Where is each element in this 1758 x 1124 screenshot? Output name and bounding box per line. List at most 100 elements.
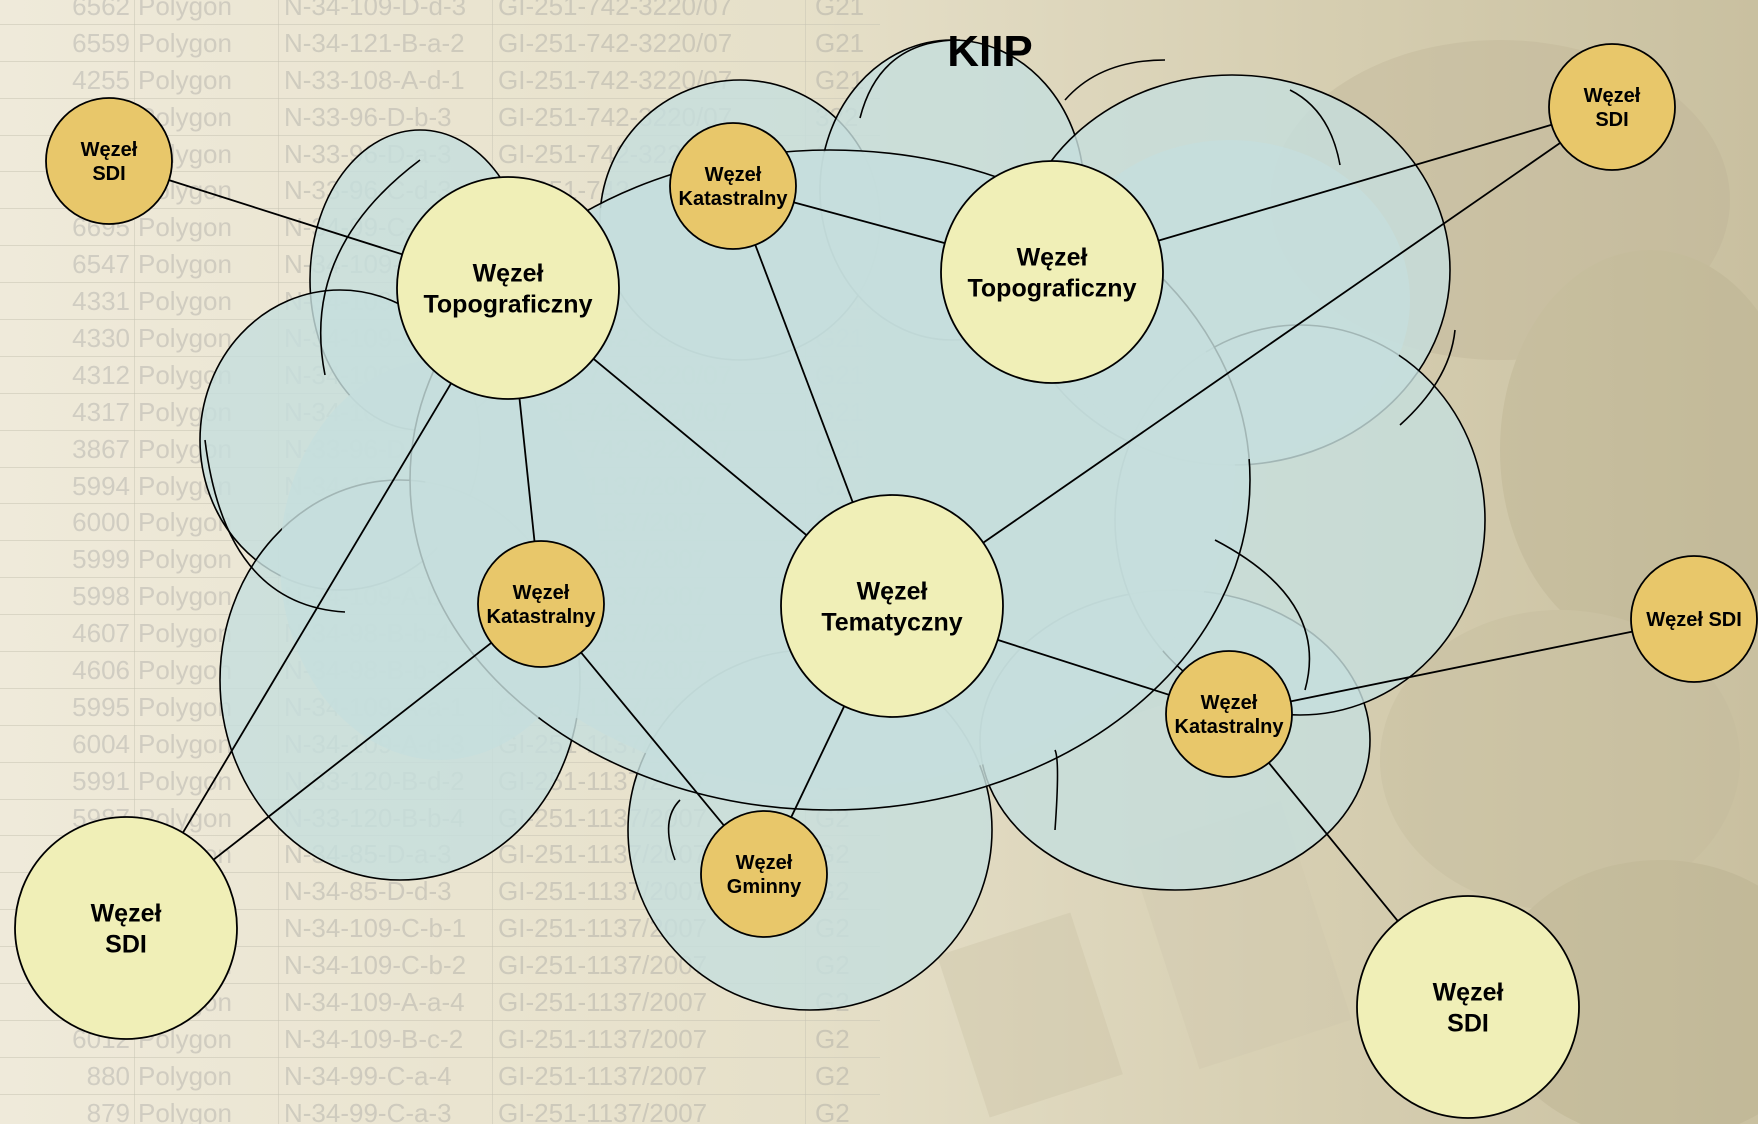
background-table-cell: Polygon bbox=[138, 249, 232, 280]
edge-kat_top-to-topo_right bbox=[793, 201, 946, 244]
background-table-cell: Polygon bbox=[138, 1097, 232, 1124]
background-table-cell: Polygon bbox=[138, 323, 232, 354]
node-label: Katastralny bbox=[679, 188, 789, 210]
background-table-cell: GI-251-1137/2007 bbox=[498, 1097, 708, 1124]
node-circle bbox=[45, 97, 173, 225]
node-circle bbox=[477, 540, 605, 668]
edge-kat_mid-to-gminny bbox=[580, 652, 725, 826]
background-table-cell: 4255 bbox=[72, 64, 130, 95]
node-label: Węzeł SDI bbox=[1646, 609, 1742, 631]
node-label: Węzeł bbox=[1201, 692, 1258, 714]
node-circle bbox=[1356, 895, 1580, 1119]
connections bbox=[168, 123, 1633, 922]
background-table-cell: Polygon bbox=[138, 655, 232, 686]
node-label: Węzeł bbox=[1433, 979, 1504, 1007]
background-table-cell: GI-251-1137/2007 bbox=[498, 950, 708, 981]
background-table-cell: Polygon bbox=[138, 728, 232, 759]
edge-kat_right-to-sdi_right bbox=[1290, 630, 1633, 703]
node-label: Węzeł bbox=[857, 578, 928, 606]
node-label: Węzeł bbox=[705, 164, 762, 186]
background-table-cell: 6562 bbox=[72, 0, 130, 21]
edge-kat_top-to-tematyczny bbox=[754, 244, 854, 503]
background-table-cell: Polygon bbox=[138, 64, 232, 95]
background-table-cell: 880 bbox=[86, 1060, 130, 1091]
background-table-cell: 5994 bbox=[72, 470, 130, 501]
node-label: Węzeł bbox=[513, 582, 570, 604]
background-table-cell: G2 bbox=[815, 1023, 850, 1054]
edge-kat_right-to-sdi_bottom_right bbox=[1268, 762, 1399, 922]
node-label: Katastralny bbox=[487, 606, 597, 628]
node-circle bbox=[1630, 555, 1758, 683]
node-label: Węzeł bbox=[473, 260, 544, 288]
background-table-cell: 6004 bbox=[72, 728, 130, 759]
background-table-cell: 4330 bbox=[72, 323, 130, 354]
node-label: SDI bbox=[92, 163, 125, 185]
background-table-cell: GI-251-1137/2007 bbox=[498, 987, 708, 1018]
diagram-title: KIIP bbox=[947, 27, 1033, 76]
edge-sdi_top_left-to-topo_left bbox=[168, 179, 403, 256]
edge-tematyczny-to-kat_right bbox=[997, 639, 1170, 696]
background-table-cell: Polygon bbox=[138, 581, 232, 612]
background-table-cell: 5998 bbox=[72, 581, 130, 612]
background-table-cell: Polygon bbox=[138, 0, 232, 21]
node-circle bbox=[396, 176, 620, 400]
background-table-cell: 879 bbox=[86, 1097, 130, 1124]
background-table-cell: Polygon bbox=[138, 27, 232, 58]
background-table-cell: 3867 bbox=[72, 433, 130, 464]
background-table-divider bbox=[134, 0, 135, 1124]
edge-topo_left-to-kat_mid bbox=[518, 398, 536, 542]
background-table-cell: 6000 bbox=[72, 507, 130, 538]
background-table-cell: Polygon bbox=[138, 544, 232, 575]
background-table-cell: N-34-109-A-a-4 bbox=[284, 987, 465, 1018]
background-table-cell: G21 bbox=[815, 27, 865, 58]
background-table-cell: Polygon bbox=[138, 212, 232, 243]
node-label: Węzeł bbox=[81, 139, 138, 161]
background-table-cell: G2 bbox=[815, 1097, 850, 1124]
background-table-cell: 5995 bbox=[72, 691, 130, 722]
background-table-cell: 4317 bbox=[72, 396, 130, 427]
edge-topo_left-to-tematyczny bbox=[592, 358, 808, 536]
background-table-cell: Polygon bbox=[138, 507, 232, 538]
edge-tematyczny-to-sdi_top_right bbox=[982, 142, 1561, 544]
node-label: Katastralny bbox=[1175, 716, 1285, 738]
background-table-cell: G21 bbox=[815, 0, 865, 21]
node-circle bbox=[1165, 650, 1293, 778]
background-table-cell: 4607 bbox=[72, 618, 130, 649]
node-circle bbox=[940, 160, 1164, 384]
node-circle bbox=[1548, 43, 1676, 171]
node-label: Topograficzny bbox=[424, 291, 593, 319]
background-table-cell: N-34-99-C-a-3 bbox=[284, 1097, 452, 1124]
node-label: Gminny bbox=[727, 876, 802, 898]
background-table-cell: N-34-85-D-d-3 bbox=[284, 876, 452, 907]
node-label: Węzeł bbox=[1584, 85, 1641, 107]
background-table-cell: 4331 bbox=[72, 286, 130, 317]
node-label: SDI bbox=[1447, 1010, 1489, 1038]
background-table-cell: 5999 bbox=[72, 544, 130, 575]
edge-topo_left-to-sdi_bottom_left bbox=[182, 382, 452, 834]
node-label: SDI bbox=[1595, 109, 1628, 131]
background-table-cell: N-34-109-C-b-1 bbox=[284, 913, 467, 944]
node-sdi-right: Węzeł SDI bbox=[1630, 555, 1758, 683]
background-table-cell: Polygon bbox=[138, 618, 232, 649]
node-label: Węzeł bbox=[736, 852, 793, 874]
edge-kat_mid-to-sdi_bottom_left bbox=[212, 642, 492, 861]
background-table-cell: N-34-109-C-b-2 bbox=[284, 950, 467, 981]
node-circle bbox=[669, 122, 797, 250]
background-table-cell: 4312 bbox=[72, 359, 130, 390]
background-table-cell: N-34-99-C-a-4 bbox=[284, 1060, 452, 1091]
